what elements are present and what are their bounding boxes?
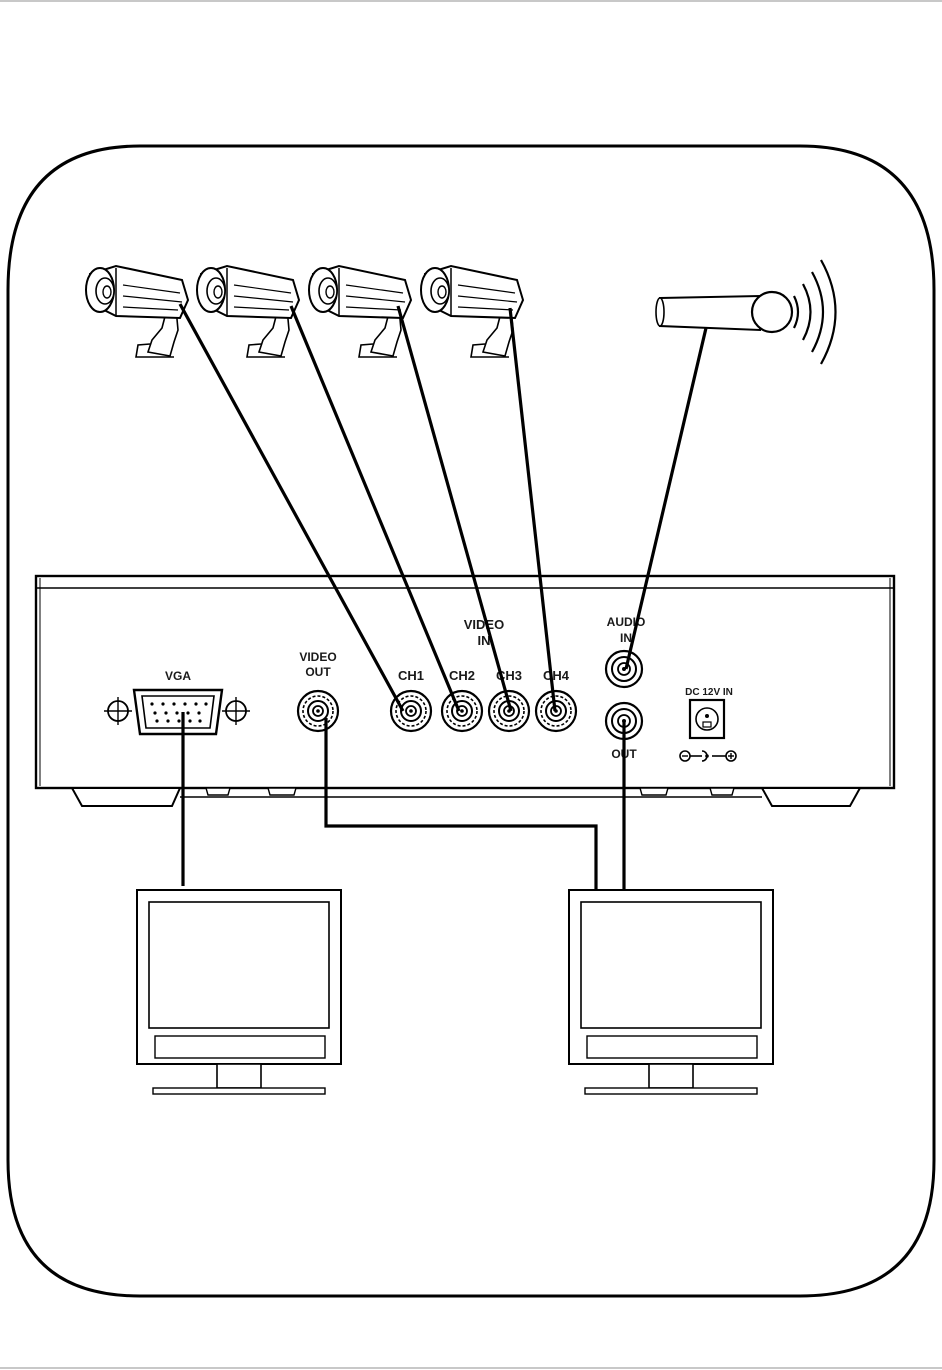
- video-out-label-line1: VIDEO: [299, 650, 336, 664]
- monitor-right: [569, 890, 773, 1094]
- monitor-left: [137, 890, 341, 1094]
- audio-in-connector: [606, 651, 642, 687]
- audio-in-label-line2: IN: [620, 631, 632, 645]
- vga-label: VGA: [165, 669, 191, 683]
- video-out-label-line2: OUT: [305, 665, 331, 679]
- camera-2: [197, 266, 299, 357]
- microphone: [652, 254, 842, 368]
- ch2-connector: [442, 691, 482, 731]
- ch3-connector: [489, 691, 529, 731]
- ch4-label: CH4: [543, 668, 570, 683]
- camera-1: [86, 266, 188, 357]
- dvr-rear-panel: VGA VIDEO OUT VIDEO IN CH1 CH2 CH3 CH4 A…: [36, 576, 894, 806]
- ch2-label: CH2: [449, 668, 475, 683]
- ch1-label: CH1: [398, 668, 424, 683]
- video-out-connector: [298, 691, 338, 731]
- camera-4: [421, 266, 523, 357]
- dc-12v-in-label: DC 12V IN: [685, 687, 733, 698]
- camera-3: [309, 266, 411, 357]
- ch4-connector: [536, 691, 576, 731]
